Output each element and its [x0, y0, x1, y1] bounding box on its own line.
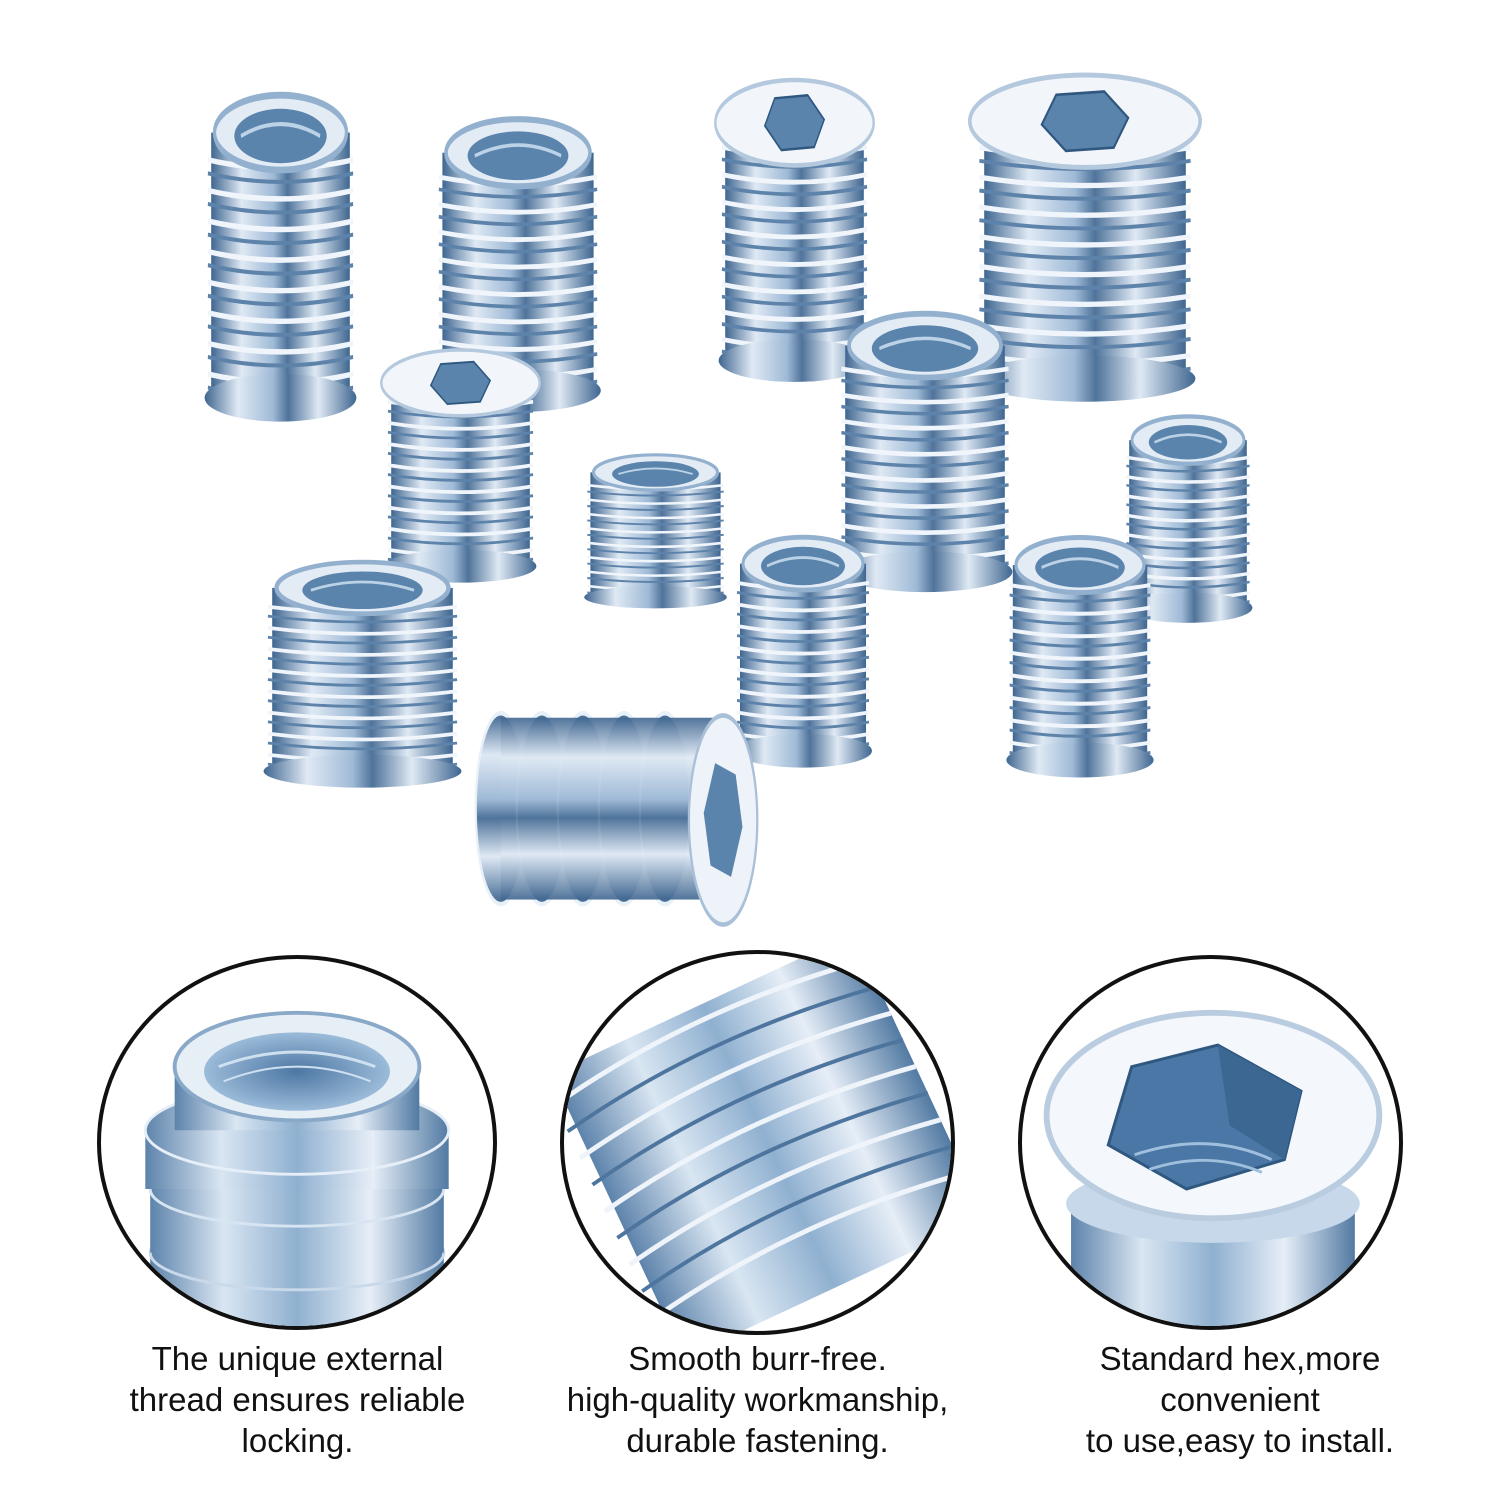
product-photo-group: [198, 72, 1253, 945]
threaded-insert-hex-drive: [378, 348, 543, 585]
feature-caption-hex: Standard hex,more convenient to use,easy…: [1085, 1340, 1395, 1459]
threaded-insert-hex-drive: [965, 72, 1205, 405]
feature-caption-burr-free: Smooth burr-free. high-quality workmansh…: [566, 1340, 949, 1459]
threaded-insert-flanged-round: [728, 530, 878, 770]
feature-caption-thread: The unique external thread ensures relia…: [129, 1340, 466, 1459]
threaded-insert-flanged-round: [255, 555, 470, 790]
threaded-insert-hex-drive-sideways: [474, 695, 763, 945]
threaded-insert-flanged-round: [830, 305, 1020, 595]
surface-closeup-image: [564, 954, 951, 1331]
thread-closeup-image: [143, 1010, 451, 1326]
surface-detail-circle: [560, 950, 955, 1335]
hex-detail-circle: [1018, 955, 1403, 1330]
thread-detail-circle: [97, 955, 497, 1330]
threaded-insert-flanged-round: [1000, 530, 1160, 780]
hex-closeup-image: [1043, 1009, 1383, 1326]
threaded-insert-flanged-round: [198, 85, 363, 425]
threaded-insert-hex-drive: [712, 77, 877, 385]
threaded-insert-flanged-round: [578, 450, 733, 610]
